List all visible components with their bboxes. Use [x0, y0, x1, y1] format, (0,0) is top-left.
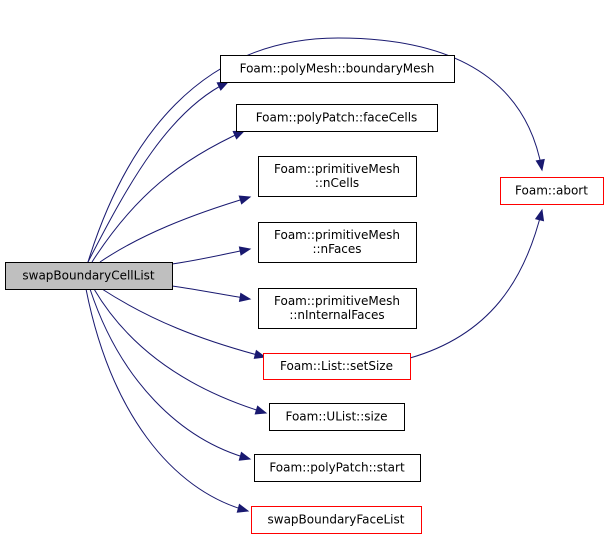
edge-line: [409, 209, 543, 359]
edge-root-to-swapBoundaryFaceList: [85, 288, 250, 513]
edge-root-to-boundaryMesh: [87, 81, 230, 263]
edge-line: [87, 81, 229, 263]
node-box[interactable]: [251, 506, 422, 534]
arrowhead-icon: [534, 208, 545, 222]
node-boundaryMesh[interactable]: Foam::polyMesh::boundaryMesh: [220, 55, 455, 83]
node-swapBoundaryFaceList[interactable]: swapBoundaryFaceList: [251, 506, 422, 534]
node-box[interactable]: [263, 353, 411, 380]
edges-layer: [85, 37, 545, 513]
node-setSize[interactable]: Foam::List::setSize: [263, 353, 411, 380]
edge-root-to-abort: [87, 37, 545, 263]
edge-line: [85, 288, 249, 512]
edge-root-to-faceCells: [91, 130, 246, 263]
edge-line: [87, 37, 543, 263]
arrowhead-icon: [238, 195, 252, 205]
node-box[interactable]: [220, 55, 455, 83]
arrowhead-icon: [236, 503, 250, 513]
node-label: Foam::abort: [515, 184, 588, 198]
edge-root-to-setSize: [101, 288, 267, 359]
edge-line: [89, 288, 251, 460]
node-size[interactable]: Foam::UList::size: [269, 403, 405, 431]
edge-line: [99, 196, 251, 263]
arrowhead-icon: [238, 246, 252, 256]
edge-root-to-size: [93, 288, 268, 415]
edge-line: [171, 285, 251, 300]
edge-root-to-nCells: [99, 195, 252, 263]
node-label: Foam::primitiveMesh: [274, 294, 400, 308]
node-label: ::nInternalFaces: [289, 308, 384, 322]
node-nFaces[interactable]: Foam::primitiveMesh::nFaces: [258, 222, 417, 263]
node-label: Foam::polyPatch::faceCells: [256, 111, 418, 125]
node-label: Foam::primitiveMesh: [274, 228, 400, 242]
node-label: swapBoundaryCellList: [22, 269, 155, 283]
edge-root-to-nFaces: [171, 246, 252, 265]
node-label: swapBoundaryFaceList: [268, 513, 405, 527]
edge-line: [91, 130, 245, 263]
nodes-layer: swapBoundaryCellList Foam::polyMesh::boun…: [5, 55, 604, 534]
node-box[interactable]: [254, 454, 421, 482]
arrowhead-icon: [216, 81, 230, 91]
edge-line: [171, 248, 251, 265]
node-box[interactable]: [258, 222, 417, 263]
arrowhead-icon: [254, 405, 268, 415]
node-label: Foam::polyMesh::boundaryMesh: [240, 62, 435, 76]
arrowhead-icon: [232, 130, 246, 140]
node-label: ::nFaces: [312, 242, 361, 256]
node-nInternalFaces[interactable]: Foam::primitiveMesh::nInternalFaces: [258, 288, 417, 329]
edge-root-to-start: [89, 288, 252, 461]
node-label: ::nCells: [315, 176, 359, 190]
arrowhead-icon: [535, 158, 545, 172]
arrowhead-icon: [238, 292, 252, 303]
edge-setSize-to-abort: [409, 208, 545, 359]
node-box[interactable]: [236, 104, 438, 132]
node-label: Foam::polyPatch::start: [269, 461, 405, 475]
node-label: Foam::UList::size: [285, 410, 387, 424]
node-box[interactable]: [5, 262, 173, 290]
node-abort[interactable]: Foam::abort: [500, 177, 604, 205]
arrowhead-icon: [238, 451, 252, 461]
node-label: Foam::primitiveMesh: [274, 162, 400, 176]
node-start[interactable]: Foam::polyPatch::start: [254, 454, 421, 482]
node-root[interactable]: swapBoundaryCellList: [5, 262, 173, 290]
node-box[interactable]: [258, 156, 417, 197]
node-label: Foam::List::setSize: [280, 359, 393, 373]
node-box[interactable]: [258, 288, 417, 329]
edge-line: [93, 288, 267, 414]
node-faceCells[interactable]: Foam::polyPatch::faceCells: [236, 104, 438, 132]
node-box[interactable]: [500, 177, 604, 205]
edge-line: [101, 288, 266, 358]
edge-root-to-nInternalFaces: [171, 285, 252, 303]
node-nCells[interactable]: Foam::primitiveMesh::nCells: [258, 156, 417, 197]
arrowhead-icon: [253, 349, 267, 359]
node-box[interactable]: [269, 403, 405, 431]
